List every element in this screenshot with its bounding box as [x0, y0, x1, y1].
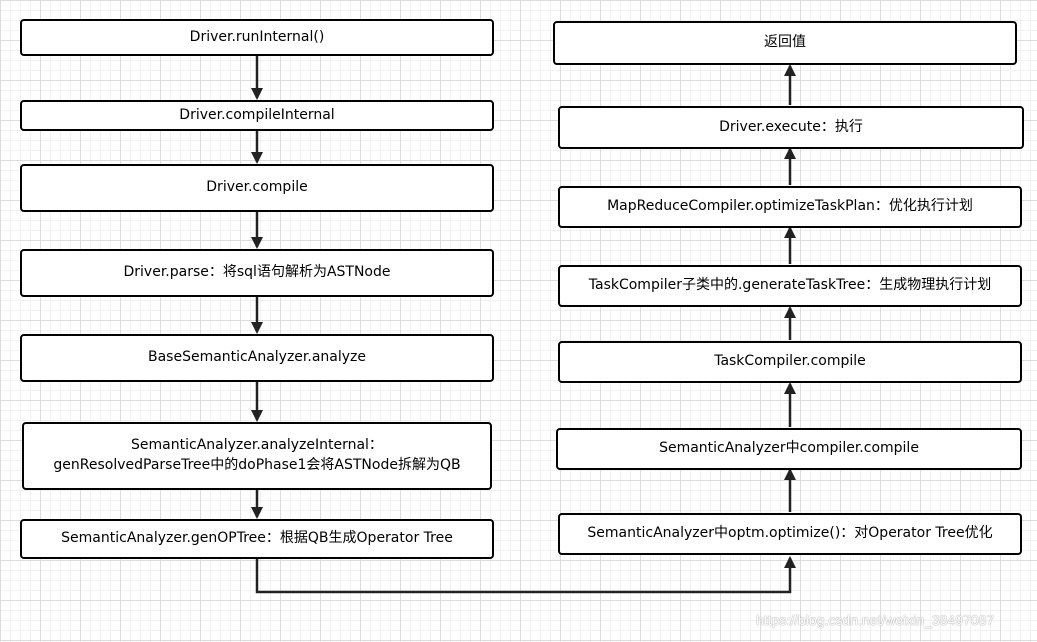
step-driver-compile: Driver.compile [20, 164, 494, 212]
step-semanticanalyzer-genoptree: SemanticAnalyzer.genOPTree：根据QB生成Operato… [20, 519, 494, 559]
step-driver-runinternal: Driver.runInternal() [20, 19, 494, 56]
step-driver-execute: Driver.execute：执行 [558, 106, 1024, 149]
step-return-value: 返回值 [553, 21, 1017, 65]
step-driver-parse: Driver.parse：将sql语句解析为ASTNode [20, 249, 494, 297]
step-mapreducecompiler-optimizetaskplan: MapReduceCompiler.optimizeTaskPlan：优化执行计… [558, 186, 1022, 228]
step-semanticanalyzer-compiler-compile: SemanticAnalyzer中compiler.compile [556, 428, 1022, 470]
arrow-genoptree-to-optimize [255, 556, 796, 594]
step-basesemanticanalyzer-analyze: BaseSemanticAnalyzer.analyze [20, 334, 494, 382]
step-driver-compileinternal: Driver.compileInternal [20, 100, 494, 131]
step-taskcompiler-compile: TaskCompiler.compile [558, 341, 1022, 383]
watermark-text: https://blog.csdn.net/weixin_38497087 [756, 612, 995, 628]
step-taskcompiler-generatetasktree: TaskCompiler子类中的.generateTaskTree：生成物理执行… [558, 265, 1022, 307]
step-semanticanalyzer-optm-optimize: SemanticAnalyzer中optm.optimize()：对Operat… [558, 513, 1022, 555]
step-semanticanalyzer-analyzeinternal: SemanticAnalyzer.analyzeInternal： genRes… [22, 422, 492, 490]
